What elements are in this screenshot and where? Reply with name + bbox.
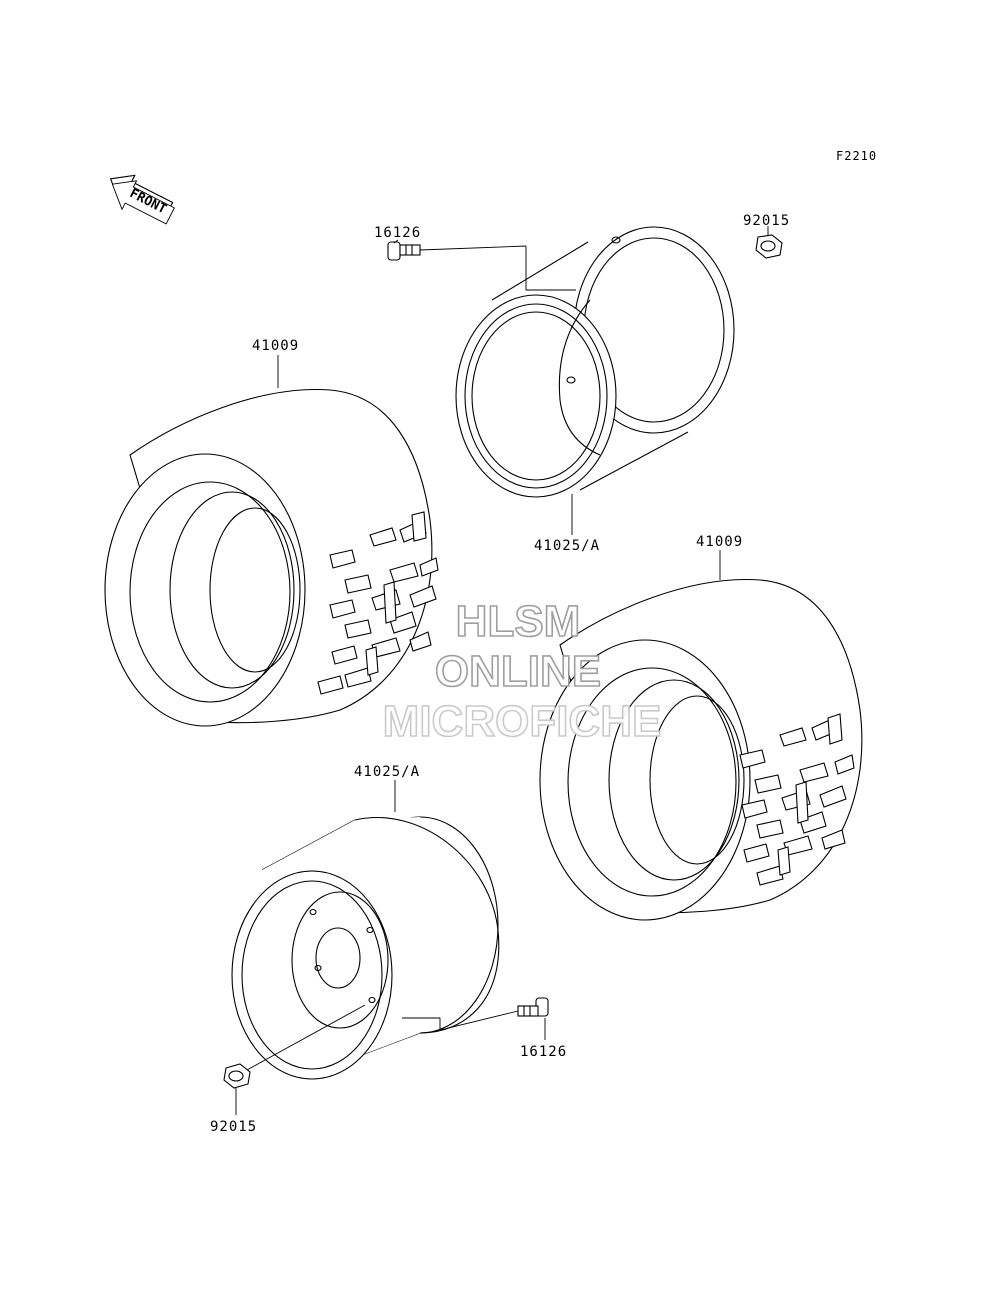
wheel-rim-top	[455, 226, 735, 498]
front-arrow-icon: FRONT	[109, 174, 175, 225]
watermark-line2: ONLINE	[435, 647, 601, 696]
label-wheel-bottom: 41025/A	[354, 764, 420, 780]
wheel-rim-bottom	[231, 780, 500, 1080]
label-nut-bottom: 92015	[210, 1119, 257, 1135]
label-wheel-top: 41025/A	[534, 538, 600, 554]
watermark-line3: MICROFICHE	[383, 697, 662, 746]
nut-bottom	[223, 1004, 366, 1115]
valve-stem-bottom	[402, 997, 549, 1040]
valve-stem-top	[387, 239, 576, 291]
nut-top	[755, 226, 783, 259]
label-valve-top: 16126	[374, 225, 421, 241]
tire-left	[104, 355, 439, 727]
label-tire-right: 41009	[696, 534, 743, 550]
label-nut-top: 92015	[743, 213, 790, 229]
watermark-line1: HLSM	[456, 597, 581, 646]
figure-code: F2210	[836, 149, 877, 163]
label-tire-left: 41009	[252, 338, 299, 354]
tire-right	[539, 550, 863, 921]
watermark: HLSM ONLINE MICROFICHE	[382, 596, 662, 747]
label-valve-bottom: 16126	[520, 1044, 567, 1060]
